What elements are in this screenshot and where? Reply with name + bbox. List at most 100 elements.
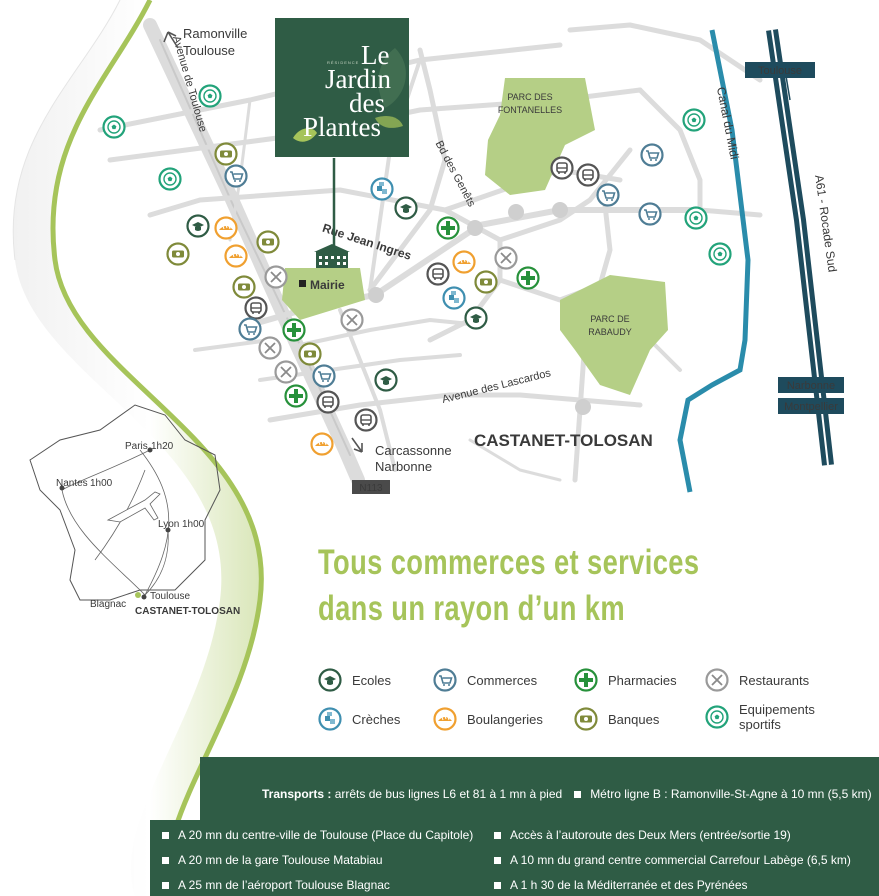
- bus-icon: [354, 408, 378, 432]
- inset-blagnac: Blagnac: [90, 599, 126, 610]
- parc-rabaudy: [560, 275, 668, 395]
- transport-label: Transports :: [262, 787, 332, 801]
- france-inset-map: [29, 404, 221, 601]
- footer-right-text-2: A 10 mn du grand centre commercial Carre…: [510, 853, 851, 867]
- legend-label: Equipements sportifs: [739, 702, 815, 732]
- pharmacy-icon: [516, 266, 540, 290]
- footer-right-item-2: A 10 mn du grand centre commercial Carre…: [494, 853, 851, 867]
- sports-icon: [682, 108, 706, 132]
- ramonville-label: Ramonville: [183, 26, 247, 41]
- legend-item-banques: Banques: [574, 707, 659, 731]
- bullet-icon: [162, 881, 169, 889]
- bank-icon: [474, 270, 498, 294]
- bus-icon: [244, 296, 268, 320]
- cart-icon: [312, 364, 336, 388]
- bank-icon: [214, 142, 238, 166]
- info-footer: Transports : arrêts de bus lignes L6 et …: [162, 757, 879, 896]
- footer-left-item-2: A 20 mn de la gare Toulouse Matabiau: [162, 853, 383, 867]
- cart-icon: [238, 317, 262, 341]
- canal-du-midi: [677, 29, 751, 493]
- metro-text: Métro ligne B : Ramonville-St-Agne à 10 …: [590, 787, 872, 801]
- parc-fontanelles: [485, 78, 595, 195]
- bakery-icon: [224, 244, 248, 268]
- sign-narbonne: [778, 377, 844, 393]
- bullet-icon: [574, 790, 582, 798]
- bank-icon: [298, 342, 322, 366]
- school-icon: [318, 668, 342, 692]
- restaurant-icon: [258, 336, 282, 360]
- logo-small-text: RÉSIDENCE: [327, 60, 360, 65]
- inset-paris: Paris: [125, 441, 148, 452]
- legend-label: Pharmacies: [608, 672, 677, 688]
- ramonville-label-2: Toulouse: [183, 43, 235, 58]
- cart-icon: [638, 202, 662, 226]
- logo-line-1: Le: [361, 40, 390, 70]
- school-icon: [394, 196, 418, 220]
- building-icon: [314, 244, 350, 268]
- creche-icon: [442, 286, 466, 310]
- cart-icon: [433, 668, 457, 692]
- carcassonne-arrow: [351, 437, 363, 453]
- bank-icon: [232, 275, 256, 299]
- cart-icon: [224, 164, 248, 188]
- sports-icon: [158, 167, 182, 191]
- logo-line-4: Plantes: [303, 112, 381, 142]
- transport-row: Transports : arrêts de bus lignes L6 et …: [262, 787, 872, 801]
- footer-left-text-1: A 20 mn du centre-ville de Toulouse (Pla…: [178, 828, 474, 842]
- pharmacy-icon: [282, 318, 306, 342]
- narbonne-label: Narbonne: [375, 459, 432, 474]
- legend-label: Boulangeries: [467, 711, 543, 727]
- logo-line-3: des: [349, 88, 385, 118]
- footer-left-item-3: A 25 mn de l’aéroport Toulouse Blagnac: [162, 878, 390, 892]
- creche-icon: [370, 177, 394, 201]
- legend-item-restaurants: Restaurants: [705, 668, 809, 692]
- headline-line-1: Tous commerces et services: [318, 543, 700, 582]
- bus-icon: [426, 262, 450, 286]
- bus-icon: [316, 390, 340, 414]
- n113-badge: [352, 480, 390, 494]
- footer-right-item-1: Accès à l’autoroute des Deux Mers (entré…: [494, 828, 791, 842]
- legend-item-ecoles: Ecoles: [318, 668, 391, 692]
- inset-lyon: Lyon: [158, 519, 179, 530]
- headline: Tous commerces et services dans un rayon…: [318, 540, 739, 632]
- headline-line-2: dans un rayon d’un km: [318, 589, 626, 628]
- parc-fontanelles-label-2: FONTANELLES: [498, 105, 562, 115]
- castanet-label: CASTANET-TOLOSAN: [474, 431, 653, 450]
- sports-icon: [102, 115, 126, 139]
- inset-toulouse: Toulouse: [150, 591, 190, 602]
- sign-toulouse-text: Toulouse: [758, 65, 802, 77]
- bank-icon: [166, 242, 190, 266]
- inset-castanet: CASTANET-TOLOSAN: [135, 606, 240, 617]
- restaurant-icon: [264, 265, 288, 289]
- sports-icon: [705, 705, 729, 729]
- restaurant-icon: [274, 360, 298, 384]
- carcassonne-label: Carcassonne: [375, 443, 452, 458]
- sign-narbonne-text: Narbonne: [787, 380, 835, 392]
- sports-icon: [684, 206, 708, 230]
- bus-icon: [550, 156, 574, 180]
- bullet-icon: [162, 856, 169, 864]
- inset-nantes: Nantes: [56, 478, 88, 489]
- bakery-icon: [310, 432, 334, 456]
- legend-label: Restaurants: [739, 672, 810, 688]
- footer-left-band-top: [200, 757, 242, 820]
- legend-label: Banques: [608, 711, 660, 727]
- mairie-label: Mairie: [310, 278, 345, 292]
- legend-item-pharmacies: Pharmacies: [574, 668, 677, 692]
- footer-left-text-3: A 25 mn de l’aéroport Toulouse Blagnac: [178, 878, 390, 892]
- legend-item-sports: Equipements sportifs: [705, 702, 815, 732]
- pharmacy-icon: [436, 216, 460, 240]
- sign-toulouse: [745, 62, 815, 78]
- footer-right-text-1: Accès à l’autoroute des Deux Mers (entré…: [510, 828, 791, 842]
- school-icon: [186, 214, 210, 238]
- residence-logo: RÉSIDENCE Le Jardin des Plantes: [275, 18, 409, 157]
- school-icon: [374, 368, 398, 392]
- bullet-icon: [162, 831, 169, 839]
- legend-item-creches: Crèches: [318, 707, 400, 731]
- legend-label: Commerces: [467, 672, 538, 688]
- bullet-icon: [494, 856, 501, 864]
- transport-text: arrêts de bus lignes L6 et 81 à 1 mn à p…: [334, 787, 563, 801]
- parc-rabaudy-label-2: RABAUDY: [588, 327, 632, 337]
- legend-item-commerces: Commerces: [433, 668, 537, 692]
